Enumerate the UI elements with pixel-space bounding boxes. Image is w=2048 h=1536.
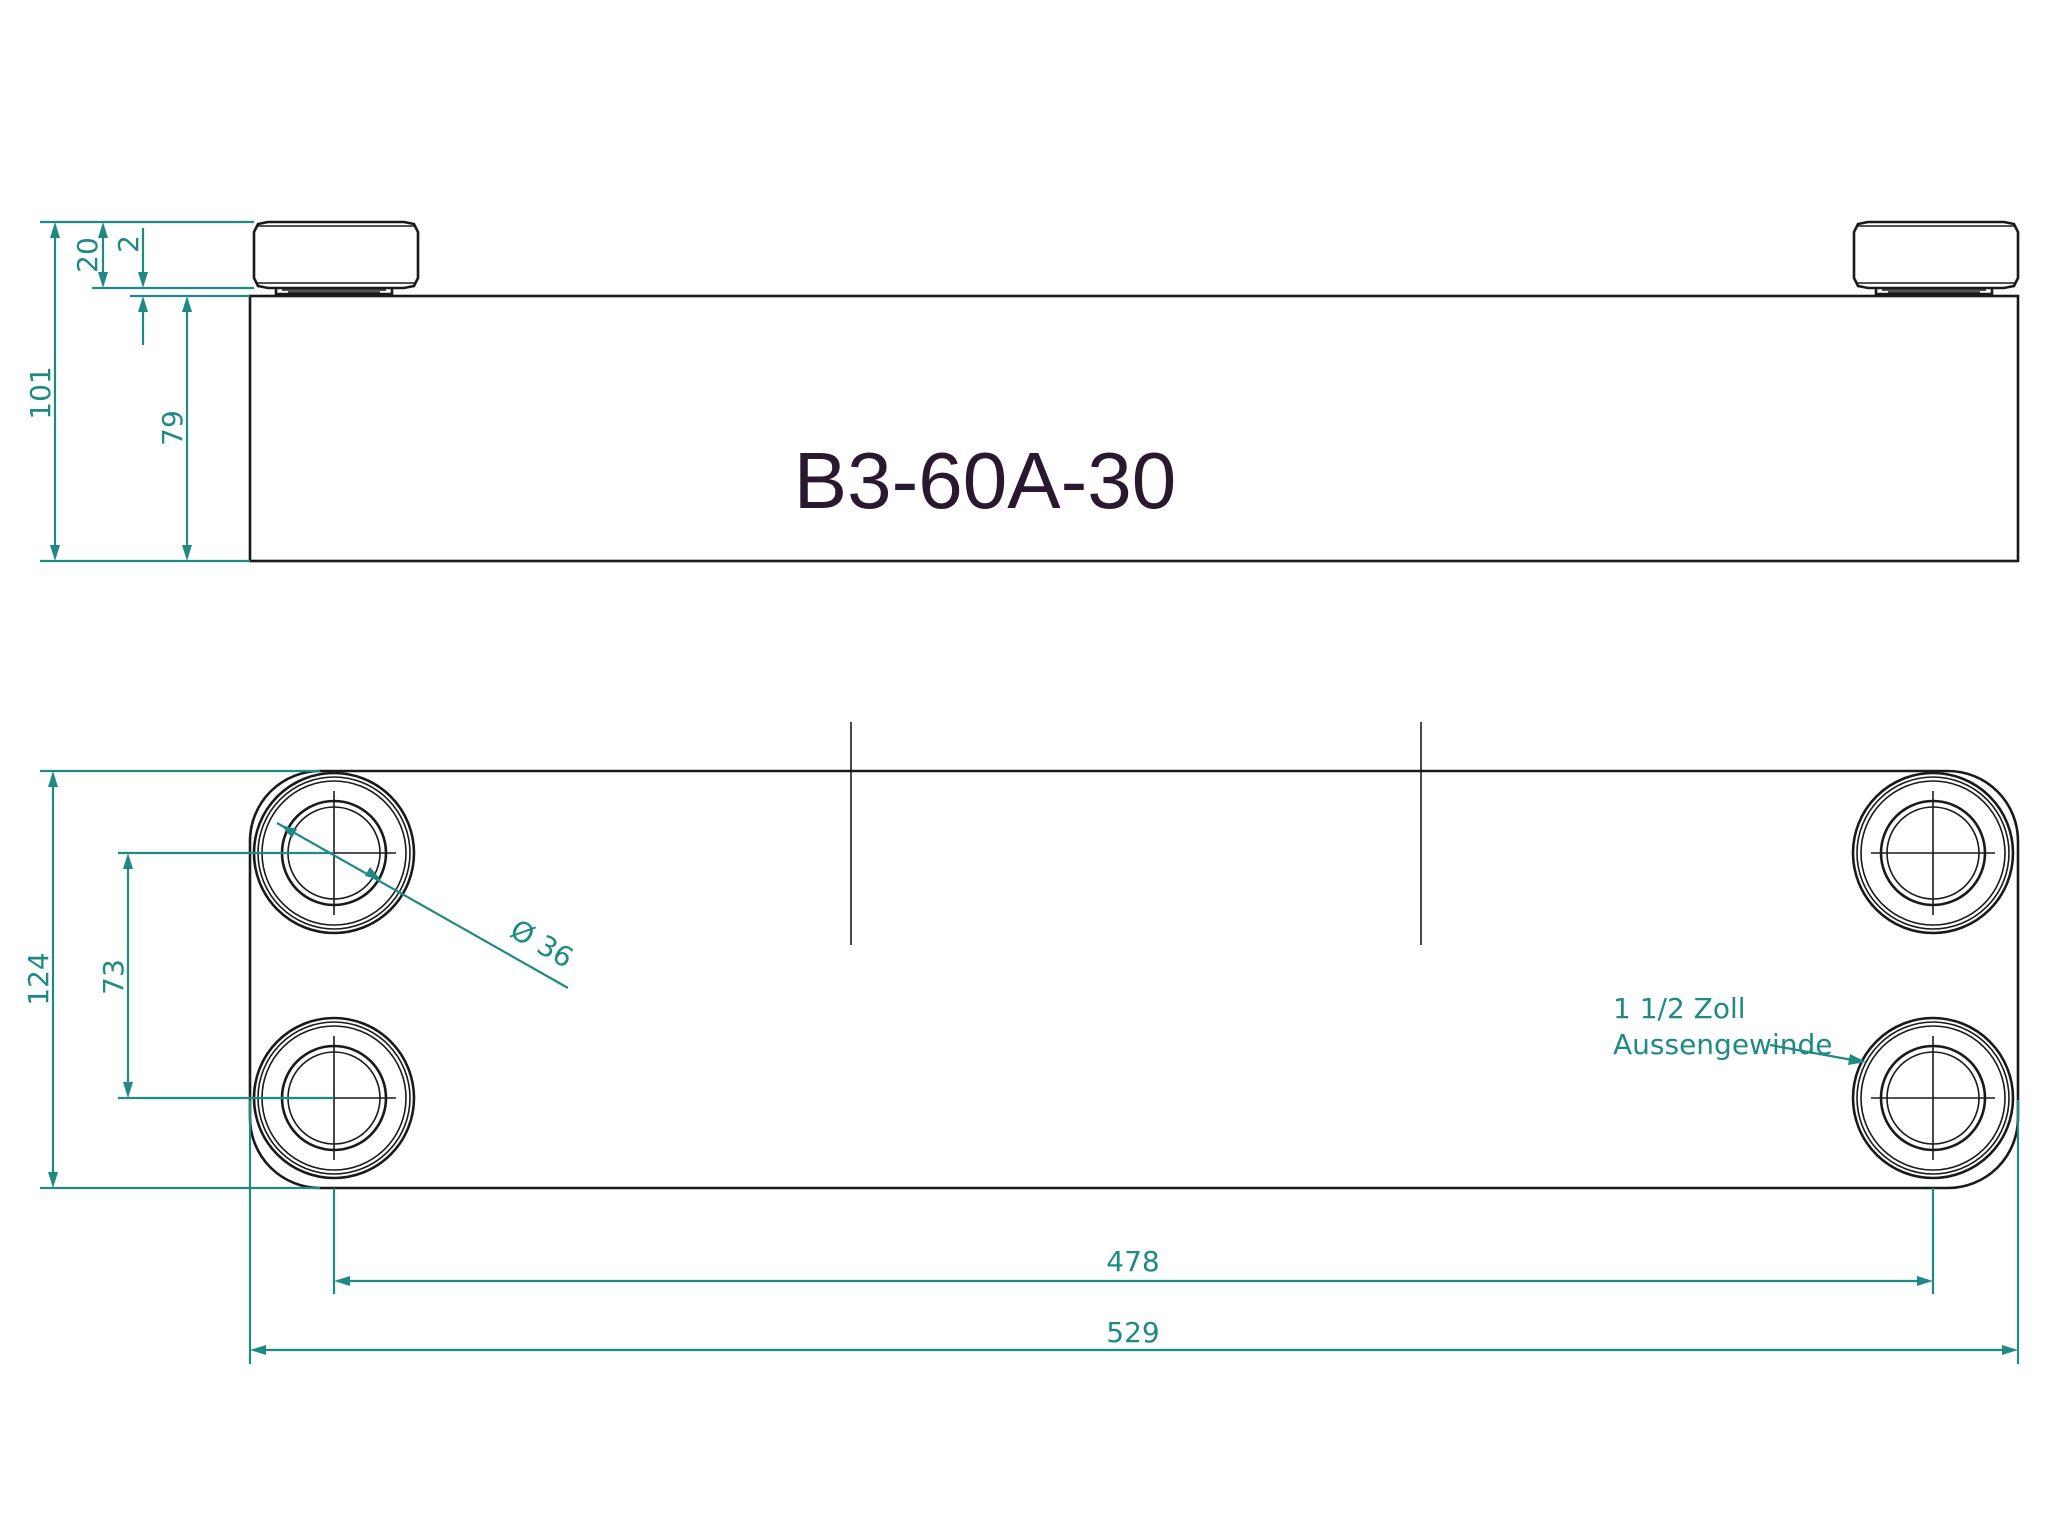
model-label: B3-60A-30 xyxy=(794,436,1176,525)
side-view: B3-60A-30 101 20 2 xyxy=(24,220,2020,563)
side-view-connection-left xyxy=(252,220,420,296)
side-view-connection-right xyxy=(1852,220,2020,296)
dim-line-diameter xyxy=(276,822,569,989)
port-top-right xyxy=(1851,771,2015,935)
thread-note-size: 1 1/2 Zoll xyxy=(1613,992,1746,1025)
dim-plate-height: 79 xyxy=(156,410,189,446)
front-dimensions: 124 73 Ø 36 478 529 xyxy=(22,769,2020,1364)
dim-gap: 2 xyxy=(112,235,145,253)
side-dimensions: 101 20 2 79 xyxy=(24,220,254,563)
dim-port-spacing-horizontal: 478 xyxy=(1106,1245,1159,1278)
thread-note-leader xyxy=(1769,1043,1859,1063)
dim-port-diameter: Ø 36 xyxy=(505,913,579,975)
side-view-body xyxy=(248,294,2020,563)
dim-port-spacing-vertical: 73 xyxy=(97,959,130,995)
front-view-plate xyxy=(248,769,2020,1190)
front-view: 124 73 Ø 36 478 529 xyxy=(22,722,2020,1364)
dim-plate-width-side: 124 xyxy=(22,952,55,1005)
dim-total-height: 101 xyxy=(24,366,57,419)
port-bottom-right xyxy=(1851,1016,2015,1180)
thread-note-type: Aussengewinde xyxy=(1613,1028,1832,1061)
dim-connection-height: 20 xyxy=(71,237,104,273)
dim-total-length: 529 xyxy=(1106,1316,1159,1349)
